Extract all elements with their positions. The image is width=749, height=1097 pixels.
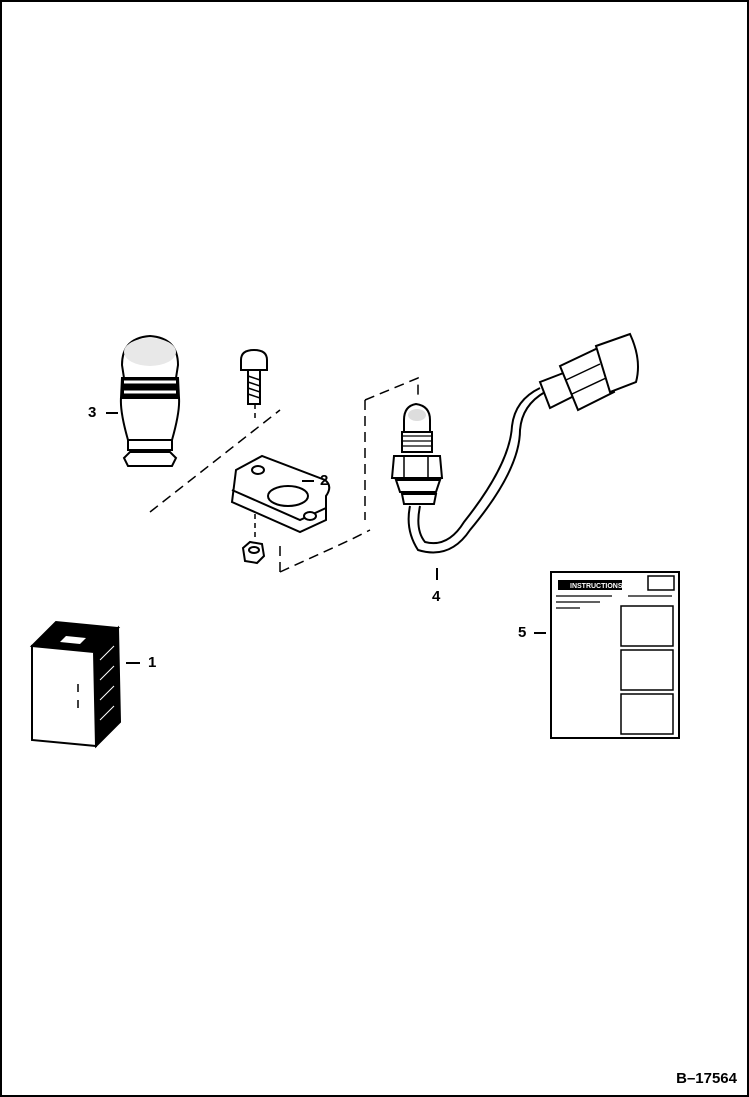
assembly-leader-lines [149,376,419,573]
instruction-sheet-header: INSTRUCTIONS [570,583,623,590]
part-4-sensor-harness [390,332,639,554]
callout-1: 1 [148,654,157,671]
callout-leaders [106,412,546,664]
figure-id: B–17564 [676,1070,737,1087]
callout-4: 4 [432,588,441,605]
callout-2: 2 [320,472,329,489]
part-5-instruction-sheet [550,571,680,739]
part-1-box [29,620,122,749]
callout-5: 5 [518,624,527,641]
part-3-knob [119,334,181,467]
callout-3: 3 [88,404,97,421]
part-2-bracket-assembly [230,348,331,565]
